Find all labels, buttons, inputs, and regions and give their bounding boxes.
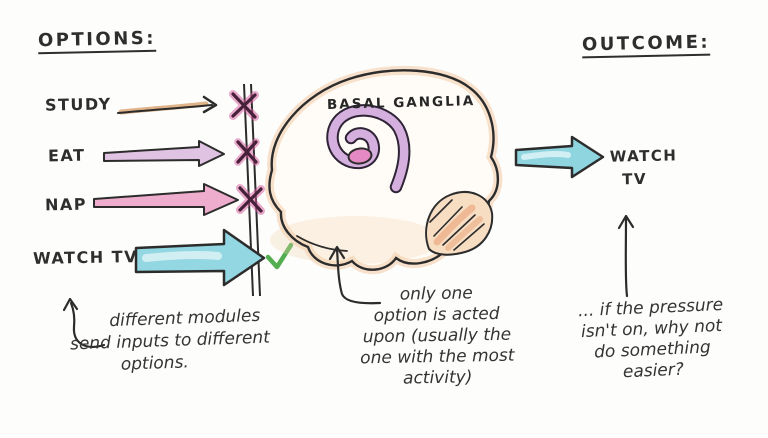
outcome-result-line2: TV — [622, 169, 648, 189]
outcome-arrow — [514, 135, 605, 179]
option-label-watchtv: WATCH TV — [32, 247, 139, 268]
annotation-middle: only one option is acted upon (usually t… — [341, 282, 533, 390]
outcome-result-line1: WATCH — [609, 146, 678, 166]
option-label-study: STUDY — [44, 94, 112, 115]
annotation-right: ... if the pressure isn't on, why not do… — [550, 294, 753, 387]
nap-arrow — [93, 183, 239, 216]
annotation-middle-line4: one with the most — [360, 345, 515, 369]
x-mark-nap — [236, 184, 265, 215]
outcome-result: WATCH TV — [610, 144, 678, 191]
cerebellum — [425, 191, 494, 256]
option-label-nap: NAP — [44, 194, 88, 215]
watchtv-arrow — [134, 228, 266, 287]
right-annotation-arrow — [617, 214, 635, 298]
check-mark-watchtv — [265, 242, 294, 270]
left-annotation-arrow — [62, 297, 106, 348]
options-heading: OPTIONS: — [37, 27, 157, 55]
annotation-middle-line5: activity) — [402, 367, 473, 389]
x-mark-eat — [234, 138, 260, 166]
outcome-heading: OUTCOME: — [581, 31, 711, 59]
annotation-left: different modules send inputs to differe… — [69, 305, 271, 378]
option-label-eat: EAT — [47, 145, 86, 166]
study-arrow — [117, 95, 218, 115]
x-mark-study — [229, 90, 259, 121]
basal-ganglia-spiral — [326, 104, 411, 194]
middle-annotation-arrow — [328, 245, 382, 305]
eat-arrow — [103, 140, 225, 167]
